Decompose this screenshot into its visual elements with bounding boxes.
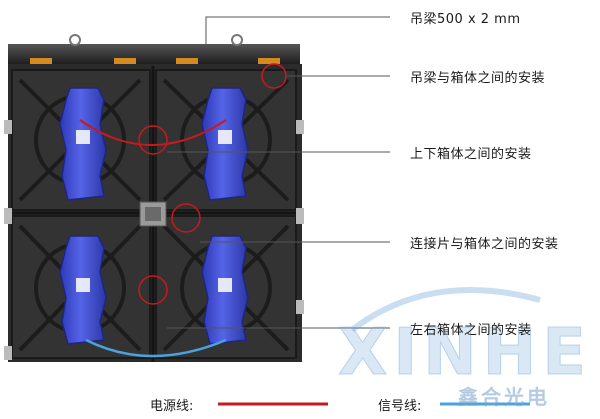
legend-signal-label: 信号线:	[378, 399, 422, 414]
logo-swoosh	[350, 287, 541, 333]
power-module-top-left	[59, 87, 107, 201]
callout-up-down: 上下箱体之间的安装	[410, 147, 532, 162]
power-module-top-right	[201, 87, 249, 201]
logo-xinhe: XINHE	[338, 316, 592, 391]
power-module-bottom-left	[59, 235, 107, 345]
callout-hanging-beam: 吊梁500 x 2 mm	[410, 12, 521, 27]
callout-left-right: 左右箱体之间的安装	[410, 323, 532, 338]
power-cable	[79, 119, 227, 146]
hanging-beam-leader	[205, 16, 390, 46]
power-module-bottom-right	[201, 235, 249, 345]
up-down-highlight	[138, 125, 168, 155]
legend-power-label: 电源线:	[150, 399, 194, 414]
led-cabinet-frame	[4, 64, 304, 362]
connector-highlight	[171, 203, 201, 233]
callout-beam-cabinet: 吊梁与箱体之间的安装	[410, 71, 546, 86]
callout-connector: 连接片与箱体之间的安装	[410, 237, 559, 252]
signal-cable	[85, 338, 227, 358]
left-right-highlight	[138, 275, 168, 305]
logo-chinese-name: 鑫合光电	[458, 385, 550, 409]
hanging-beam	[8, 34, 300, 64]
